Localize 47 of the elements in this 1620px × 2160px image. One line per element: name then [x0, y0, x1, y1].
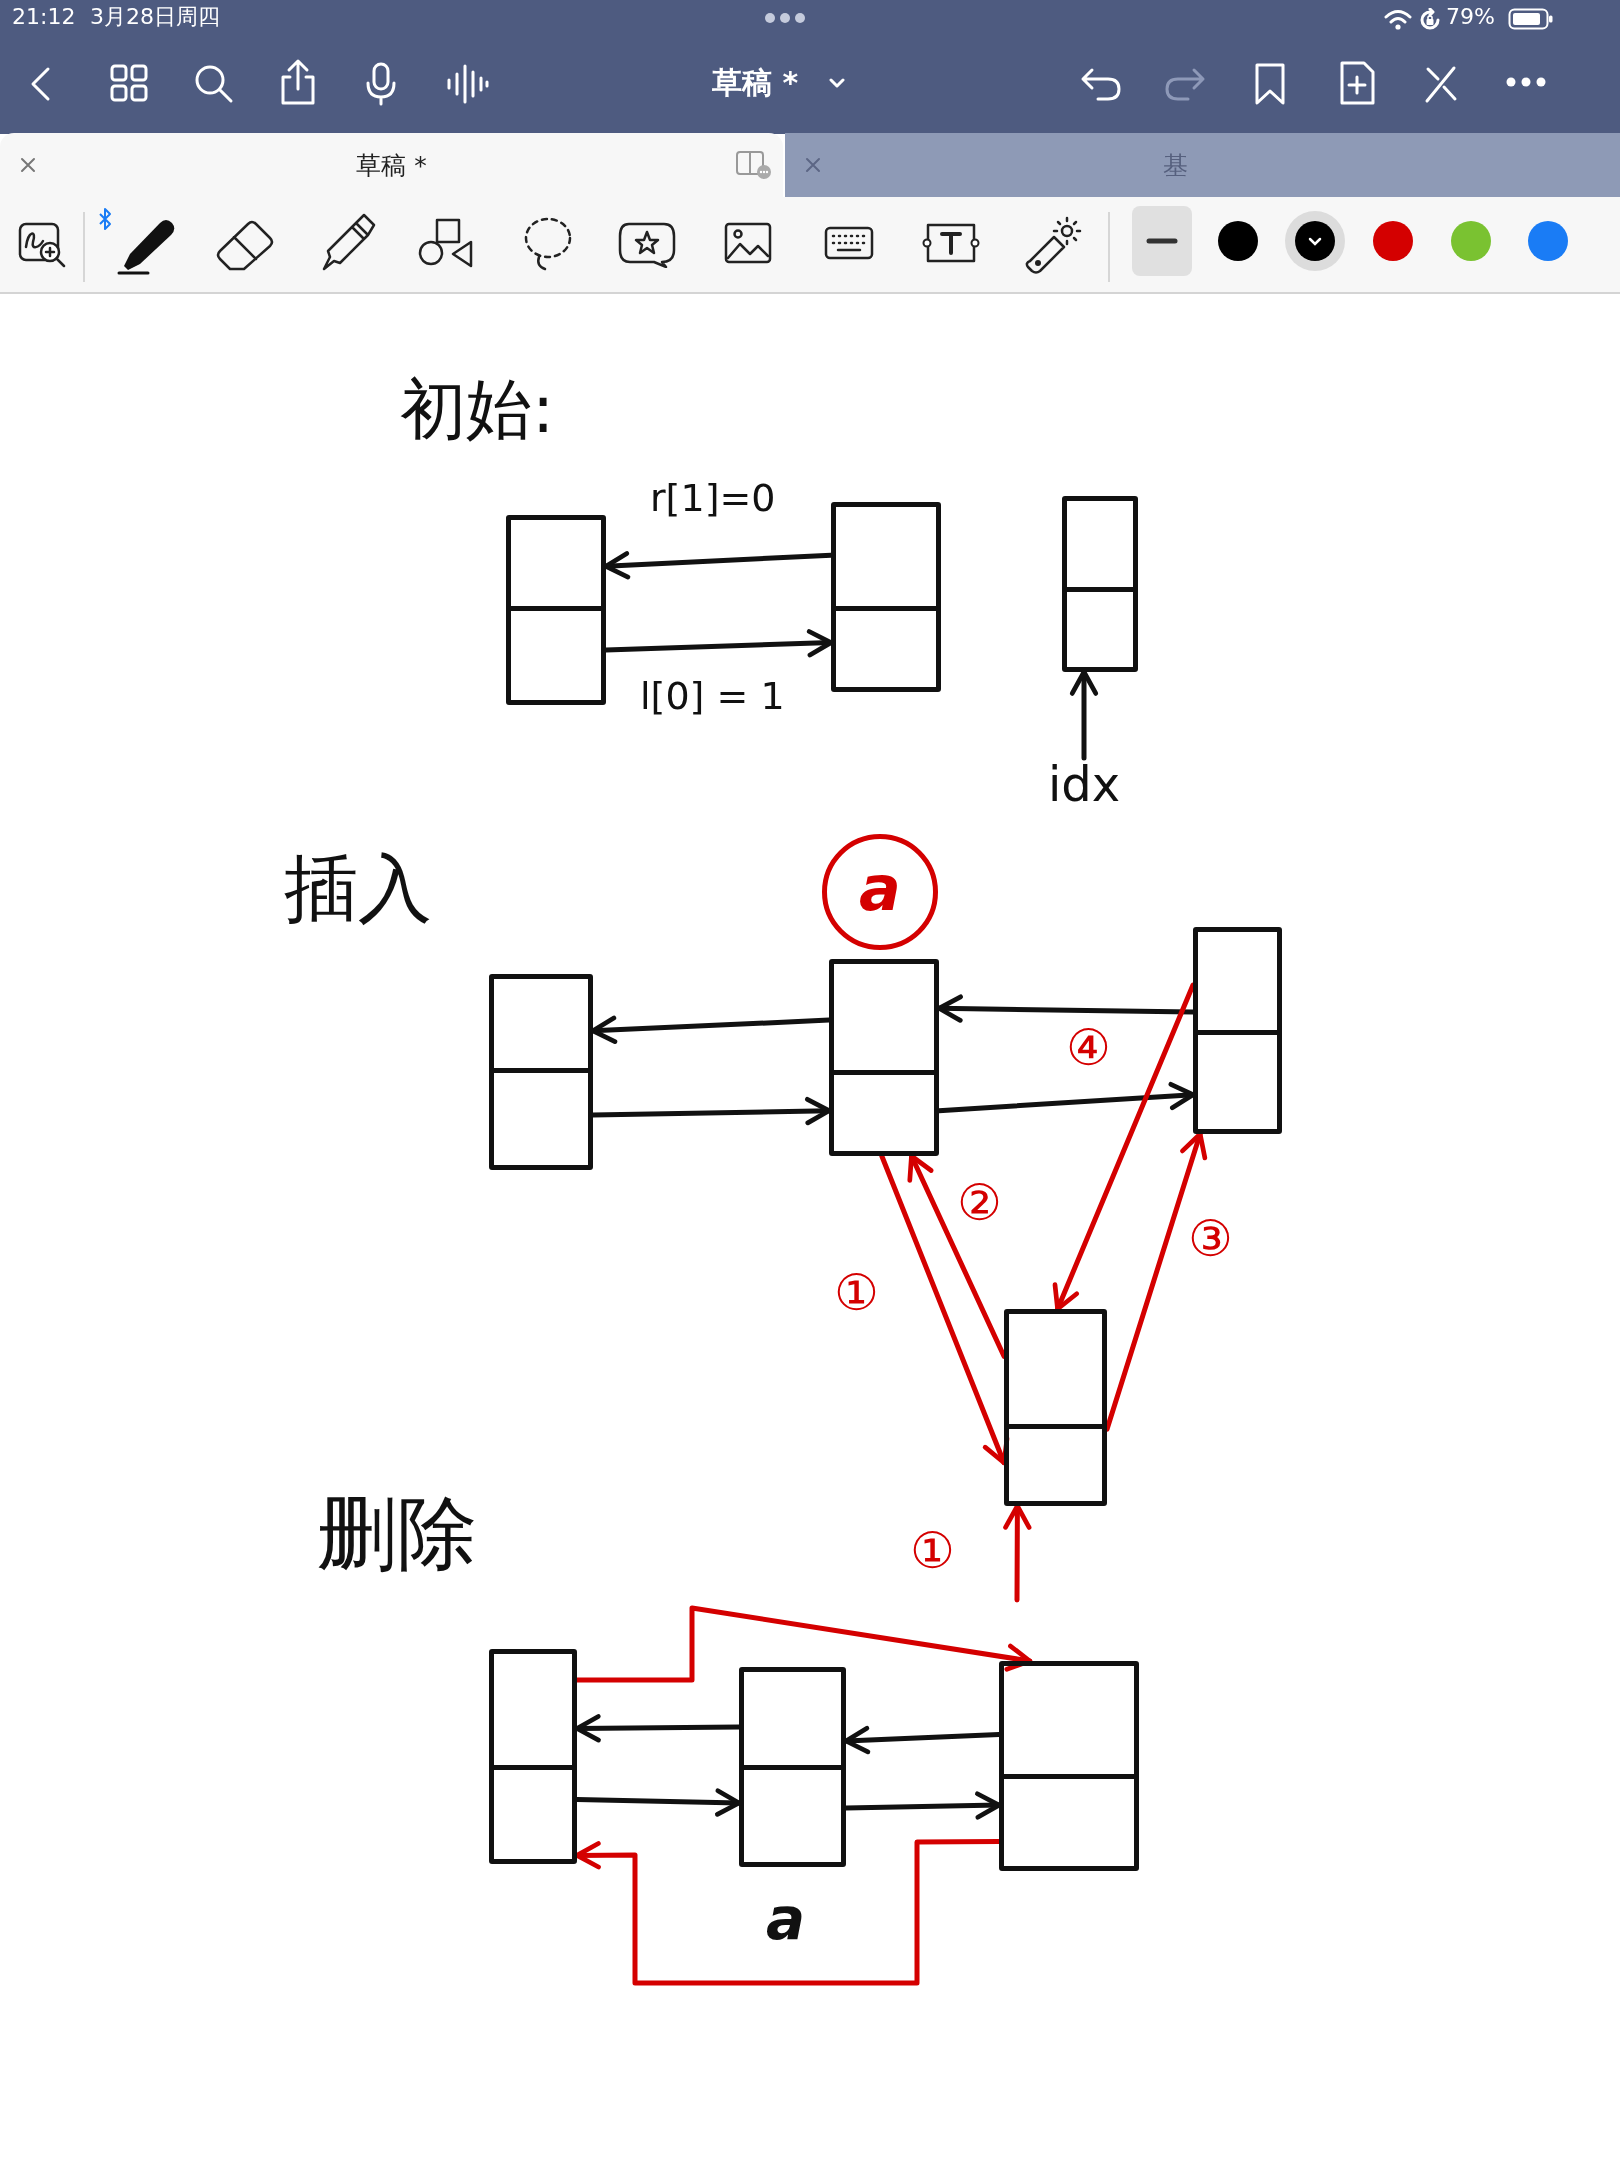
list-node-box — [506, 515, 606, 705]
arrow — [603, 629, 834, 658]
list-node-box — [1193, 927, 1282, 1134]
arrow — [936, 994, 1196, 1023]
node-caption: a — [766, 1888, 806, 1952]
list-node-box — [1062, 496, 1138, 672]
arrow — [936, 1081, 1196, 1114]
arrow — [574, 1839, 1002, 1986]
list-node-box — [831, 502, 941, 692]
list-node-box — [489, 1649, 577, 1864]
arrow — [574, 1788, 742, 1817]
pointer-label: idx — [1040, 758, 1128, 814]
edge-label: r[1]=0 — [650, 478, 776, 520]
tab: 基 — [785, 133, 1620, 197]
section-heading: 删除 — [317, 1488, 477, 1580]
edge-label: ③ — [1188, 1212, 1233, 1267]
edge-label: ② — [957, 1176, 1002, 1231]
list-node-box — [999, 1661, 1139, 1871]
arrow — [1104, 1131, 1208, 1432]
arrow — [590, 1015, 832, 1044]
status-time: 21:12 — [12, 4, 76, 30]
tab: 草稿 * — [0, 133, 783, 197]
list-node-box — [489, 974, 593, 1170]
arrow — [1069, 669, 1099, 761]
edge-label: ① — [834, 1266, 879, 1321]
arrow — [1052, 982, 1196, 1312]
list-node-box — [829, 959, 939, 1156]
arrow — [603, 551, 834, 580]
arrow — [1003, 1503, 1032, 1603]
edge-label: ① — [910, 1524, 955, 1579]
node-circle — [822, 834, 938, 950]
status-date: 3月28日周四 — [90, 4, 220, 30]
edge-label: l[0] = 1 — [640, 676, 785, 718]
arrow — [574, 1605, 1033, 1683]
arrow — [574, 1714, 742, 1743]
arrow — [590, 1096, 832, 1126]
section-heading: 插入 — [284, 846, 432, 932]
list-node-box — [739, 1667, 846, 1867]
list-node-box — [1004, 1309, 1107, 1506]
arrow — [843, 1725, 1002, 1755]
arrow — [907, 1153, 1007, 1359]
battery-percent: 79% — [1446, 4, 1495, 30]
node-label: a — [859, 857, 901, 920]
arrow — [843, 1791, 1002, 1820]
document-title: 草稿 * — [712, 66, 799, 101]
edge-label: ④ — [1066, 1021, 1111, 1076]
section-heading: 初始: — [400, 372, 555, 448]
